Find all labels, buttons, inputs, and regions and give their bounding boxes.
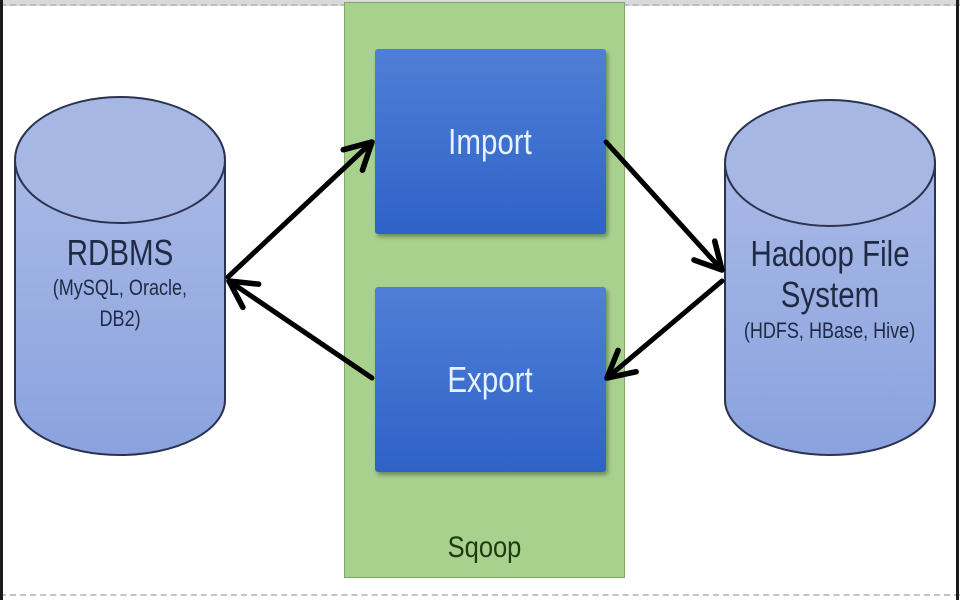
rdbms-subtitle-line1: (MySQL, Oracle, xyxy=(52,275,188,301)
arrow-export-to-rdbms xyxy=(226,278,375,381)
rdbms-title: RDBMS xyxy=(66,232,174,273)
hadoop-cylinder-body xyxy=(724,163,936,456)
left-border xyxy=(0,0,3,600)
hadoop-label: Hadoop File System (HDFS, HBase, Hive) xyxy=(725,233,935,347)
arrow-hadoop-to-export xyxy=(604,278,725,381)
import-box: Import xyxy=(375,49,606,234)
rdbms-cylinder-body xyxy=(14,160,226,456)
import-label: Import xyxy=(448,120,533,162)
arrow-import-to-hadoop xyxy=(603,139,725,273)
right-border xyxy=(956,0,959,600)
rdbms-cylinder xyxy=(14,96,226,456)
bottom-border xyxy=(0,594,960,596)
sqoop-label: Sqoop xyxy=(447,531,522,564)
hadoop-title-line1: Hadoop File xyxy=(750,233,910,274)
hadoop-cylinder-top xyxy=(724,99,936,227)
rdbms-subtitle-line2: DB2) xyxy=(99,306,141,332)
hadoop-subtitle: (HDFS, HBase, Hive) xyxy=(744,317,916,343)
export-label: Export xyxy=(447,358,534,400)
hadoop-cylinder xyxy=(724,99,936,456)
hadoop-title-line2: System xyxy=(780,274,880,316)
arrow-rdbms-to-import xyxy=(225,139,375,280)
sqoop-container: Import Export Sqoop xyxy=(344,2,625,578)
export-box: Export xyxy=(375,287,606,472)
rdbms-cylinder-top xyxy=(14,96,226,224)
rdbms-label: RDBMS (MySQL, Oracle, DB2) xyxy=(15,232,225,335)
